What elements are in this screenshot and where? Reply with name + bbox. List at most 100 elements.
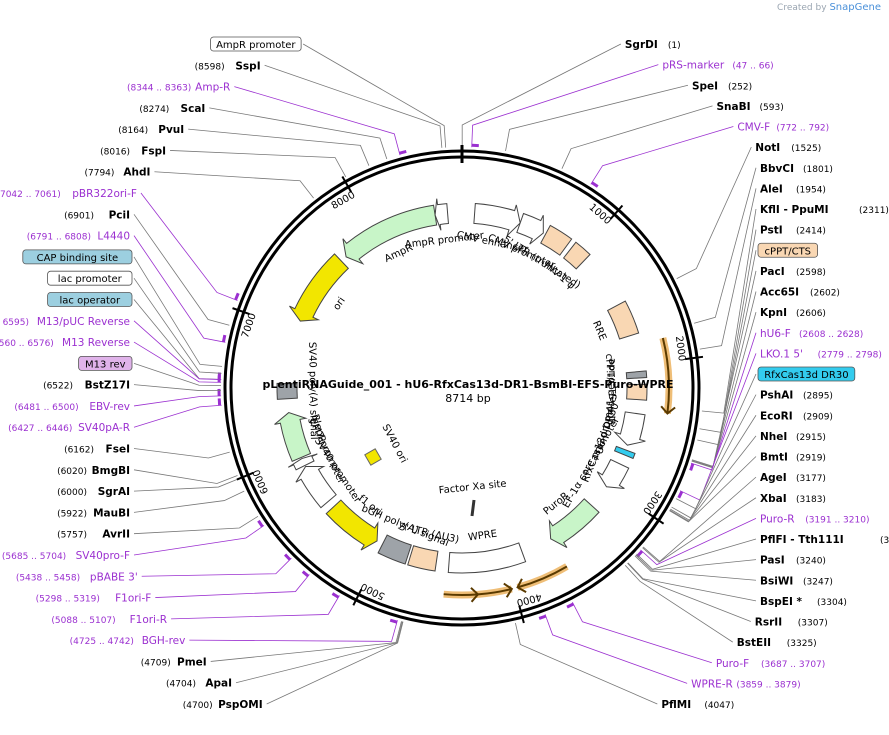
label-pos-wpre-r: (3859 .. 3879) bbox=[736, 680, 800, 690]
leader-sv40pro-f bbox=[133, 525, 265, 556]
label-bgh-rev: BGH-rev(4725 .. 4742) bbox=[70, 635, 186, 647]
outer-labels: SgrDI(1)pRS-marker(47 .. 66)SpeI(252)Sna… bbox=[0, 36, 889, 711]
leader-l4440 bbox=[133, 235, 226, 343]
leader-snabi bbox=[561, 105, 713, 169]
feature-em7-promoter bbox=[287, 453, 318, 471]
label-box-cap-binding-site bbox=[22, 249, 133, 265]
leader-pbr322ori-f bbox=[140, 192, 238, 301]
label-l4440: L4440(6791 .. 6808) bbox=[27, 231, 130, 243]
label-name-pflmi: PflMI bbox=[661, 699, 691, 711]
label-name-pasi: PasI bbox=[760, 555, 785, 567]
label-name-lko1-5: LKO.1 5' bbox=[760, 348, 803, 360]
label-name-pbr322ori-f: pBR322ori-F bbox=[72, 188, 137, 200]
label-ahdi: AhdI(7794) bbox=[84, 167, 150, 179]
label-pasi: PasI(3240) bbox=[760, 555, 826, 567]
leader-pbabe-3 bbox=[141, 557, 292, 577]
leader-noti bbox=[676, 146, 752, 279]
label-pos-bspei: (3304) bbox=[817, 598, 847, 608]
label-name-bmti: BmtI bbox=[760, 452, 788, 464]
label-pos-f1ori-r: (5088 .. 5107) bbox=[51, 616, 115, 626]
label-pos-alei: (1954) bbox=[796, 185, 826, 195]
label-alei: AleI(1954) bbox=[760, 183, 826, 195]
label-lac-promoter: lac promoter bbox=[47, 270, 133, 286]
label-psti: PstI(2414) bbox=[760, 225, 826, 237]
leader-ahdi bbox=[154, 171, 314, 199]
label-pos-pbr322ori-f: (7042 .. 7061) bbox=[0, 190, 61, 200]
label-bmgbi: BmgBI(6020) bbox=[57, 465, 130, 477]
label-name-rsrii: RsrII bbox=[755, 617, 782, 629]
feature-u6-promoter bbox=[613, 411, 646, 446]
label-amp-r: Amp-R(8344 .. 8363) bbox=[127, 82, 230, 94]
orf-arcs bbox=[443, 337, 676, 603]
label-name-snabi: SnaBI bbox=[717, 101, 751, 113]
label-pos-rsrii: (3307) bbox=[798, 619, 828, 629]
sv40-ori-label: SV40 ori bbox=[379, 423, 408, 465]
primer-mark-pbr322ori-f bbox=[234, 292, 240, 301]
primer-mark-lko1-5 bbox=[677, 490, 684, 499]
label-prs-marker: pRS-marker(47 .. 66) bbox=[662, 60, 773, 72]
label-name-bgh-rev: BGH-rev bbox=[142, 635, 186, 647]
feature-label-rre: RRE bbox=[590, 319, 608, 342]
watermark-brand: SnapGene bbox=[829, 2, 881, 13]
label-box-m13-rev bbox=[78, 355, 133, 371]
label-cppt-cts: cPPT/CTS bbox=[757, 242, 818, 258]
label-pos-apai: (4704) bbox=[166, 680, 196, 690]
label-box-cppt-cts bbox=[757, 242, 818, 258]
label-pos-pspomi: (4700) bbox=[183, 701, 213, 711]
label-wpre-r: WPRE-R(3859 .. 3879) bbox=[691, 678, 800, 690]
label-cmv-f: CMV-F(772 .. 792) bbox=[737, 122, 829, 134]
tick-label-3000: 3000 bbox=[640, 489, 663, 516]
leader-fsei bbox=[133, 448, 230, 459]
feature-5-ltr-truncated bbox=[540, 224, 573, 256]
primer-mark-amp-r bbox=[399, 150, 407, 155]
label-noti: NotI(1525) bbox=[755, 142, 821, 154]
label-pos-pvui: (8164) bbox=[118, 126, 148, 136]
label-name-apai: ApaI bbox=[205, 678, 232, 690]
label-scai: ScaI(8274) bbox=[139, 103, 205, 115]
label-bmti: BmtI(2919) bbox=[760, 452, 826, 464]
feature-cmv-enhancer bbox=[473, 202, 521, 238]
label-pos-lko1-5: (2779 .. 2798) bbox=[818, 350, 882, 360]
label-name-cmv-f: CMV-F bbox=[737, 122, 770, 134]
label-ampr-promoter: AmpR promoter bbox=[210, 36, 302, 52]
label-name-ebv-rev: EBV-rev bbox=[89, 401, 130, 413]
leader-rsrii bbox=[627, 562, 751, 622]
label-name-sspi: SspI bbox=[235, 60, 260, 72]
label-pos-maubi: (5922) bbox=[57, 509, 87, 519]
leader-xbai bbox=[642, 497, 757, 563]
label-name-prs-marker: pRS-marker bbox=[662, 60, 725, 72]
feature-puror bbox=[548, 498, 600, 548]
tick-label-1000: 1000 bbox=[587, 202, 613, 227]
leader-pvui bbox=[188, 128, 370, 166]
label-pspomi: PspOMI(4700) bbox=[183, 699, 263, 711]
primer-mark-sv40pro-f bbox=[257, 519, 264, 528]
label-acc65i: Acc65I(2602) bbox=[760, 287, 840, 299]
factor-xa-site-label: Factor Xa site bbox=[438, 478, 507, 496]
label-name-m13-reverse: M13 Reverse bbox=[62, 337, 130, 349]
label-name-psti: PstI bbox=[760, 225, 783, 237]
label-pos-ebv-rev: (6481 .. 6500) bbox=[14, 403, 78, 413]
leader-maubi bbox=[133, 490, 245, 513]
leader-hu6-f bbox=[690, 332, 757, 471]
label-pos-kpni: (2606) bbox=[796, 309, 826, 319]
label-name-kfli-ppumi: KflI - PpuMI bbox=[760, 204, 829, 216]
label-name-pvui: PvuI bbox=[158, 124, 184, 136]
label-ecori: EcoRI(2909) bbox=[760, 410, 833, 422]
label-name-puro-r: Puro-R bbox=[760, 513, 795, 525]
tick-8000 bbox=[341, 176, 353, 193]
label-pbabe-3: pBABE 3'(5438 .. 5458) bbox=[16, 571, 138, 583]
tick-label-2000: 2000 bbox=[673, 335, 687, 362]
tick-7000 bbox=[232, 307, 250, 315]
label-sgrai: SgrAI(6000) bbox=[57, 486, 130, 498]
leader-apai bbox=[235, 621, 403, 684]
label-paci: PacI(2598) bbox=[760, 266, 826, 278]
label-pos-spei: (252) bbox=[728, 82, 752, 92]
feature-gp41-peptide bbox=[626, 383, 648, 401]
feature-rfxcas13d-dr30 bbox=[613, 445, 636, 460]
label-kfli-ppumi: KflI - PpuMI(2311) bbox=[760, 204, 889, 216]
label-pos-bstz17i: (6522) bbox=[43, 382, 73, 392]
label-bstz17i: BstZ17I(6522) bbox=[43, 380, 130, 392]
label-name-agei: AgeI bbox=[760, 472, 787, 484]
leader-spei bbox=[505, 84, 689, 152]
tick-1000 bbox=[609, 204, 624, 220]
